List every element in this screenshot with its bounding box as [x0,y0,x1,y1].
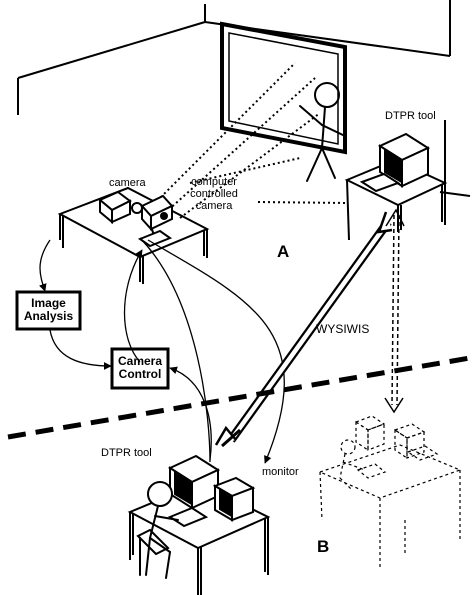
camera-label: camera [109,177,146,189]
monitor-label: monitor [262,466,299,478]
person-at-desk-b [138,482,178,578]
person-at-screen [300,83,345,181]
site-a-label: A [277,246,289,258]
projection-screen [222,24,345,152]
image-analysis-line-2: Analysis [17,310,80,323]
site-b-label: B [317,541,329,553]
dtpr-tool-label-bottom: DTPR tool [101,447,152,459]
image-analysis-box: Image Analysis [17,297,80,323]
dtpr-computer-b [170,456,253,526]
dtpr-computer-a [362,134,428,191]
camera-control-line-2: Control [112,368,168,381]
remote-site [320,416,460,570]
cameras [100,192,172,246]
computer-controlled-camera-line-1: computer [178,176,250,188]
computer-controlled-camera-line-2: controlled [178,188,250,200]
remote-link-arrow [385,210,404,412]
camera-control-box: Camera Control [112,355,168,381]
computer-controlled-camera-label: computer controlled camera [178,176,250,212]
dtpr-tool-label-top: DTPR tool [385,110,436,122]
wysiwis-label: WYSIWIS [316,323,369,335]
computer-controlled-camera-line-3: camera [178,200,250,212]
